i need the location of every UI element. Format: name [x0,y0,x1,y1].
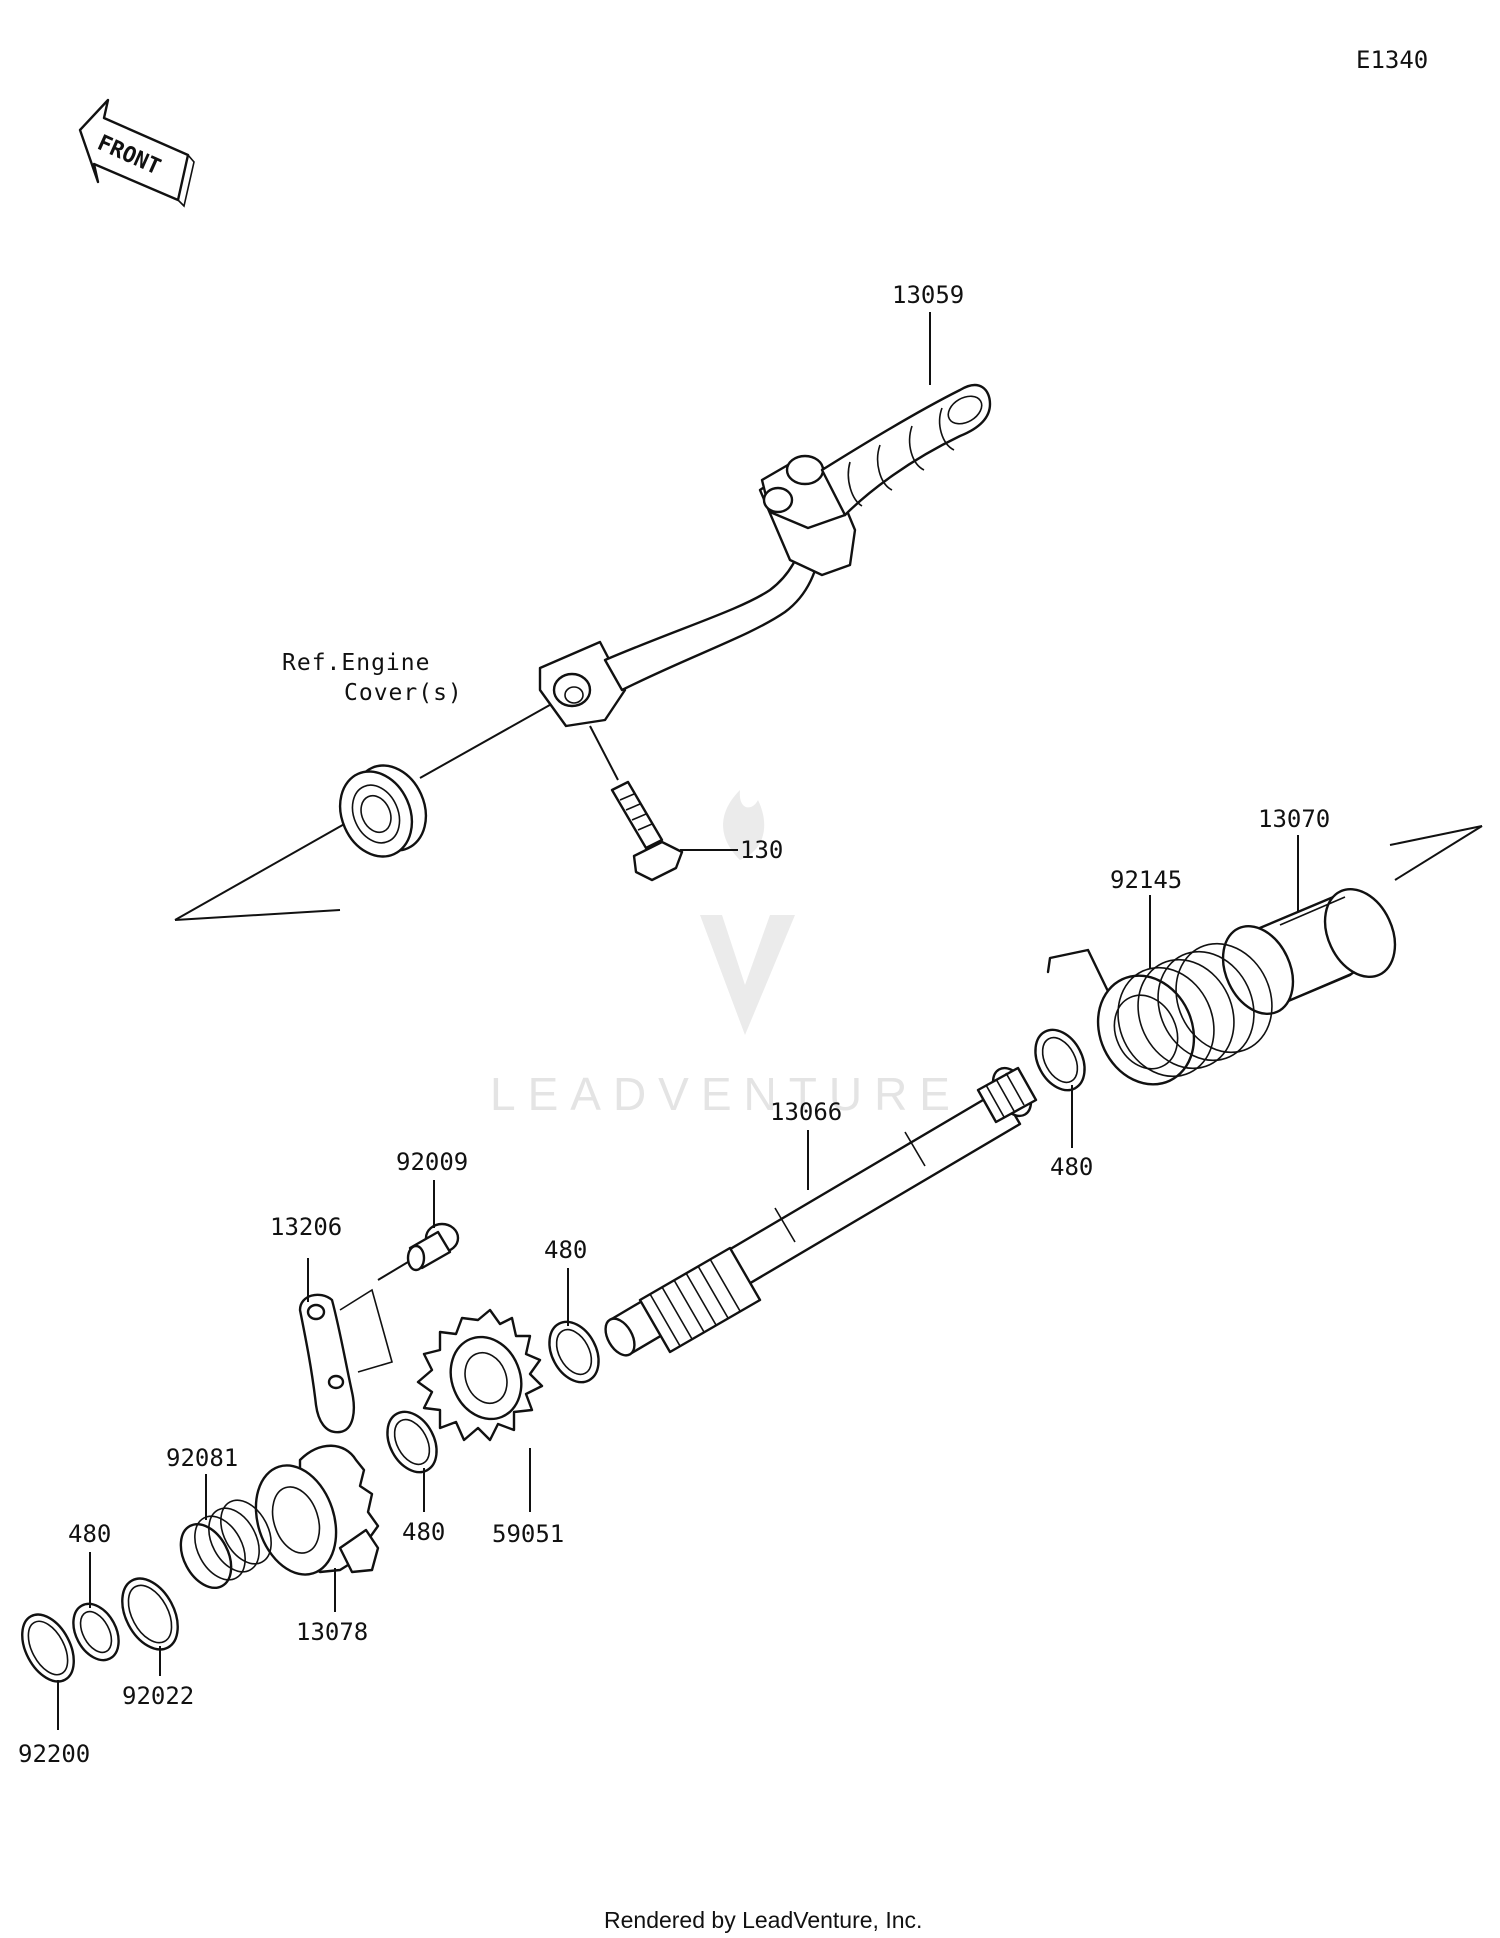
circlip-right [1034,1028,1086,1092]
spring-92145 [1046,942,1273,1086]
part-label-13078: 13078 [296,1618,368,1646]
part-label-92200: 92200 [18,1740,90,1768]
part-label-92009: 92009 [396,1148,468,1176]
bolt-92009 [377,1222,460,1281]
part-label-92145: 92145 [1110,866,1182,894]
oil-seal [338,764,428,858]
watermark-flame-icon [723,790,765,860]
watermark-text: LEADVENTURE [490,1068,962,1120]
guide-13070 [1221,887,1397,1016]
part-label-480-shaft: 480 [544,1236,587,1264]
axis-lines-lower [1389,825,1483,881]
kick-pedal [538,383,992,728]
circlip-shaft [548,1320,600,1384]
washer-92022 [121,1577,179,1651]
part-label-92022: 92022 [122,1682,194,1710]
part-label-130: 130 [740,836,783,864]
part-label-13070: 13070 [1258,805,1330,833]
circlip-end [72,1602,120,1662]
part-label-480-gear: 480 [402,1518,445,1546]
part-label-480-end: 480 [68,1520,111,1548]
washer-92200 [21,1613,75,1683]
part-label-59051: 59051 [492,1520,564,1548]
gear-59051 [416,1308,544,1442]
watermark-v-icon [700,915,795,1035]
shaft-13066 [604,1066,1038,1357]
reference-line1: Ref.Engine [282,650,430,676]
bolt-130 [589,725,684,882]
part-label-13059: 13059 [892,281,964,309]
spring-92081 [179,1499,272,1589]
front-arrow-icon: FRONT [78,98,195,208]
part-label-480-right: 480 [1050,1153,1093,1181]
part-label-13206: 13206 [270,1213,342,1241]
part-label-92081: 92081 [166,1444,238,1472]
part-label-13066: 13066 [770,1098,842,1126]
ratchet-13078 [254,1444,380,1576]
circlip-gear [386,1410,438,1474]
footer-credit: Rendered by LeadVenture, Inc. [604,1907,922,1933]
watermark: LEADVENTURE [490,790,962,1120]
diagram-code: E1340 [1356,46,1428,74]
reference-line2: Cover(s) [344,680,463,706]
stopper-13206 [298,1288,393,1434]
